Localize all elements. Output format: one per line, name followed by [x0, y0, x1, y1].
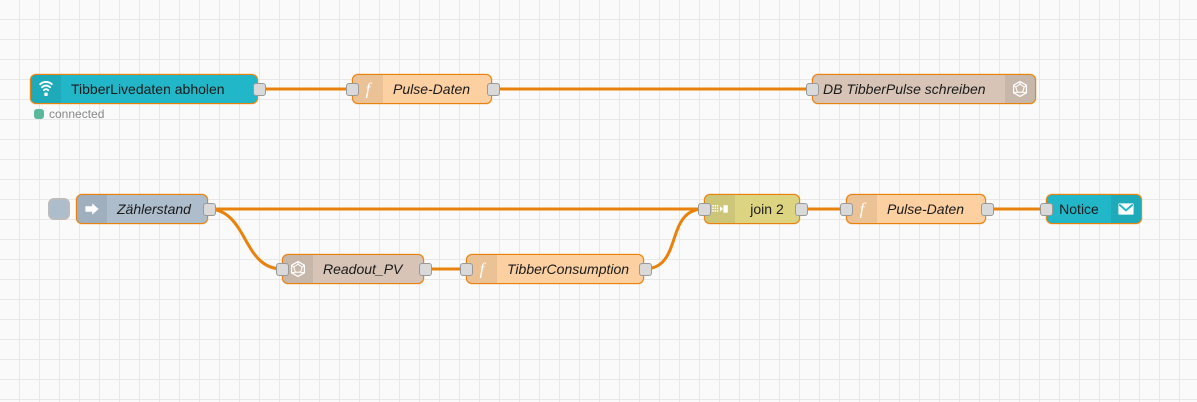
node-readout-pv[interactable]: Readout_PV — [282, 254, 424, 284]
input-port-tibber-consumption[interactable] — [460, 263, 473, 276]
output-port-tibber-consumption[interactable] — [639, 263, 652, 276]
node-pulse-daten-2[interactable]: f Pulse-Daten — [846, 194, 986, 224]
node-label: DB TibberPulse schreiben — [823, 81, 986, 97]
output-port-pulse-daten-2[interactable] — [981, 203, 994, 216]
input-port-readout-pv[interactable] — [276, 263, 289, 276]
output-port-tibber-live[interactable] — [253, 83, 266, 96]
wire-zaehlerstand-to-readout-pv[interactable] — [206, 207, 284, 271]
output-port-zaehlerstand[interactable] — [203, 203, 216, 216]
output-port-pulse-daten-1[interactable] — [487, 83, 500, 96]
node-label: Notice — [1059, 201, 1099, 217]
input-port-pulse-daten-1[interactable] — [346, 83, 359, 96]
node-label: TibberConsumption — [507, 261, 630, 277]
status-text: connected — [49, 107, 105, 121]
wifi-broadcast-icon — [31, 75, 61, 103]
node-label: Pulse-Daten — [393, 81, 471, 97]
status-dot-icon — [34, 109, 44, 119]
node-tibber-live[interactable]: TibberLivedaten abholen — [30, 74, 258, 104]
node-tibber-consumption[interactable]: f TibberConsumption — [466, 254, 644, 284]
svg-text:f: f — [860, 200, 867, 218]
polyhedron-icon — [1005, 75, 1035, 103]
wire-tibber-consumption-to-join-2[interactable] — [642, 207, 706, 271]
input-port-notice[interactable] — [1040, 203, 1053, 216]
node-label: join 2 — [750, 201, 784, 217]
node-label: Readout_PV — [323, 261, 403, 277]
node-status-tibber-live: connected — [34, 107, 104, 121]
node-label: TibberLivedaten abholen — [71, 81, 225, 97]
node-label: Zählerstand — [117, 201, 191, 217]
envelope-icon — [1111, 195, 1141, 223]
node-pulse-daten-1[interactable]: f Pulse-Daten — [352, 74, 492, 104]
svg-text:f: f — [480, 260, 487, 278]
input-port-join-2[interactable] — [698, 203, 711, 216]
node-join-2[interactable]: join 2 — [704, 194, 800, 224]
input-port-db-tibberpulse[interactable] — [806, 83, 819, 96]
node-db-tibberpulse[interactable]: DB TibberPulse schreiben — [812, 74, 1036, 104]
node-notice[interactable]: Notice — [1046, 194, 1142, 224]
svg-text:f: f — [366, 80, 373, 98]
node-zaehlerstand[interactable]: Zählerstand — [76, 194, 208, 224]
input-port-pulse-daten-2[interactable] — [840, 203, 853, 216]
arrow-right-icon — [77, 195, 107, 223]
node-label: Pulse-Daten — [887, 201, 965, 217]
link-trigger-button-zaehlerstand[interactable] — [48, 198, 70, 220]
output-port-readout-pv[interactable] — [419, 263, 432, 276]
output-port-join-2[interactable] — [795, 203, 808, 216]
